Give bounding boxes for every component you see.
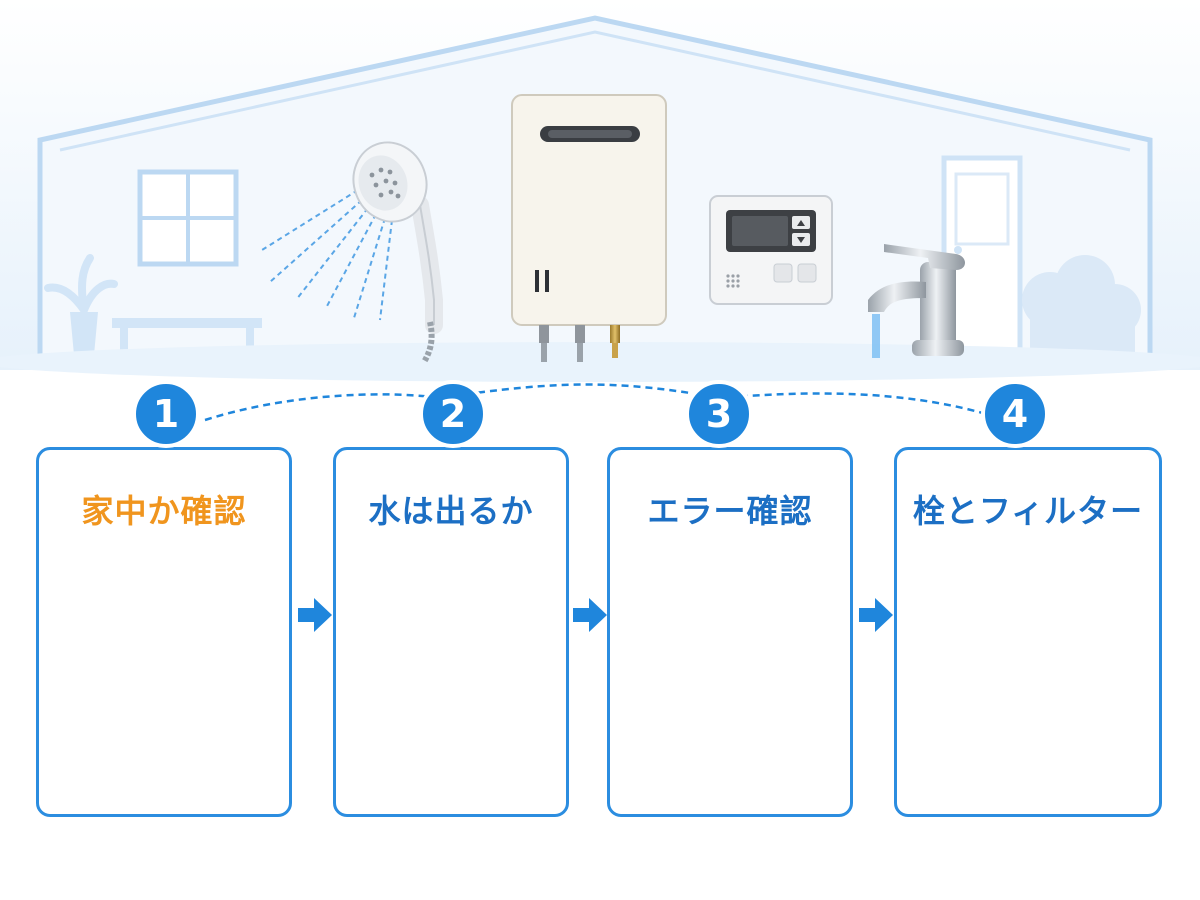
step-card-2: 水は出るか <box>333 447 569 817</box>
arrow-right-icon <box>298 598 332 632</box>
step-number-badge-4: 4 <box>981 380 1049 448</box>
step-title-3: エラー確認 <box>647 492 813 530</box>
step-title-1: 家中か確認 <box>81 492 247 530</box>
remote-controller-icon <box>709 195 833 305</box>
step-card-4: 栓とフィルター <box>894 447 1162 817</box>
shower-head-icon <box>261 141 443 364</box>
step-title-4: 栓とフィルター <box>912 492 1144 530</box>
step-number-badge-3: 3 <box>685 380 753 448</box>
step-card-3: エラー確認 <box>607 447 853 817</box>
step-number-badge-2: 2 <box>419 380 487 448</box>
faucet-icon <box>868 244 965 358</box>
step-card-1: 家中か確認 <box>36 447 292 817</box>
arrow-right-icon <box>573 598 607 632</box>
step-number-badge-1: 1 <box>132 380 200 448</box>
arrow-right-icon <box>859 598 893 632</box>
step-title-2: 水は出るか <box>368 492 534 530</box>
water-heater-icon <box>511 94 667 362</box>
step-connector-line <box>204 383 991 422</box>
